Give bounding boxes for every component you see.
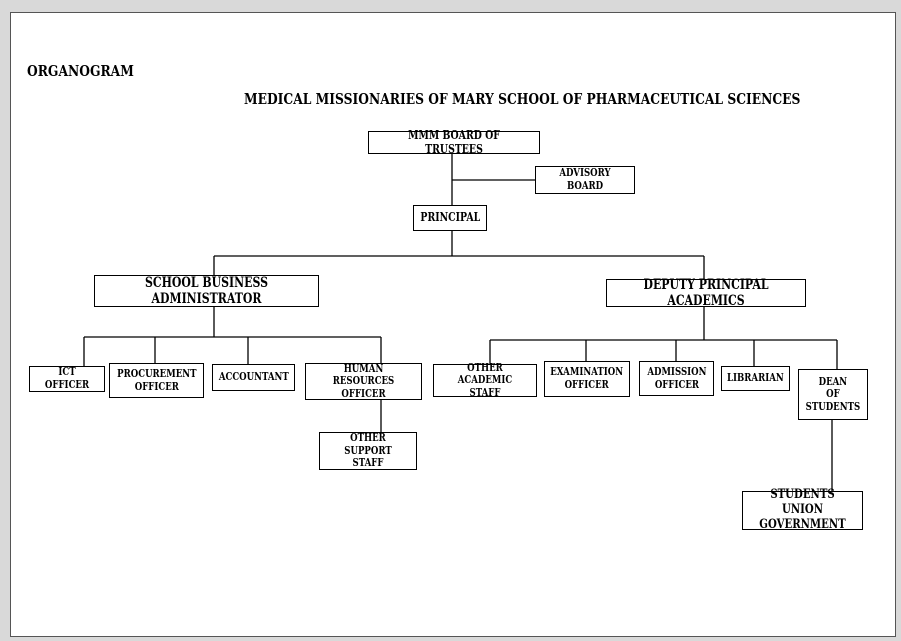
node-label: STUDENTS UNION GOVERNMENT [759, 487, 846, 532]
node-accountant: ACCOUNTANT [212, 364, 295, 391]
node-label: DEAN OF STUDENTS [805, 374, 861, 413]
node-school-business-administrator: SCHOOL BUSINESS ADMINISTRATOR [94, 275, 319, 307]
node-admission-officer: ADMISSION OFFICER [639, 361, 714, 396]
node-label: EXAMINATION OFFICER [550, 365, 624, 391]
node-board-of-trustees: MMM BOARD OF TRUSTEES [368, 127, 540, 156]
organogram-label: ORGANOGRAM [27, 62, 134, 80]
node-examination-officer: EXAMINATION OFFICER [544, 361, 630, 397]
node-label: ADMISSION OFFICER [646, 364, 707, 391]
node-principal: PRINCIPAL [413, 205, 487, 231]
node-label: LIBRARIAN [727, 371, 784, 385]
node-label: HUMAN RESOURCES OFFICER [332, 361, 395, 400]
connector-lines [83, 154, 838, 491]
node-other-academic-staff: OTHER ACADEMIC STAFF [433, 360, 537, 399]
node-label: MMM BOARD OF TRUSTEES [408, 127, 500, 156]
node-procurement-officer: PROCUREMENT OFFICER [109, 363, 204, 398]
node-label: OTHER ACADEMIC STAFF [457, 360, 513, 399]
node-deputy-principal-academics: DEPUTY PRINCIPAL ACADEMICS [606, 276, 806, 309]
node-students-union-government: STUDENTS UNION GOVERNMENT [742, 487, 863, 532]
node-label: ACCOUNTANT [218, 370, 289, 384]
node-label: ICT OFFICER [44, 365, 90, 391]
organogram-page: ORGANOGRAM MEDICAL MISSIONARIES OF MARY … [10, 12, 896, 637]
node-librarian: LIBRARIAN [721, 366, 790, 391]
node-other-support-staff: OTHER SUPPORT STAFF [319, 431, 417, 470]
node-ict-officer: ICT OFFICER [29, 365, 105, 392]
node-label: OTHER SUPPORT STAFF [344, 431, 392, 470]
node-advisory-board: ADVISORY BOARD [535, 166, 635, 194]
node-label: DEPUTY PRINCIPAL ACADEMICS [643, 276, 769, 309]
node-label: ADVISORY BOARD [559, 166, 611, 192]
node-label: PRINCIPAL [420, 210, 480, 225]
node-label: PROCUREMENT OFFICER [116, 366, 197, 393]
page-title: MEDICAL MISSIONARIES OF MARY SCHOOL OF P… [244, 90, 801, 108]
node-label: SCHOOL BUSINESS ADMINISTRATOR [145, 274, 268, 307]
node-human-resources-officer: HUMAN RESOURCES OFFICER [305, 361, 422, 400]
node-dean-of-students: DEAN OF STUDENTS [798, 369, 868, 420]
